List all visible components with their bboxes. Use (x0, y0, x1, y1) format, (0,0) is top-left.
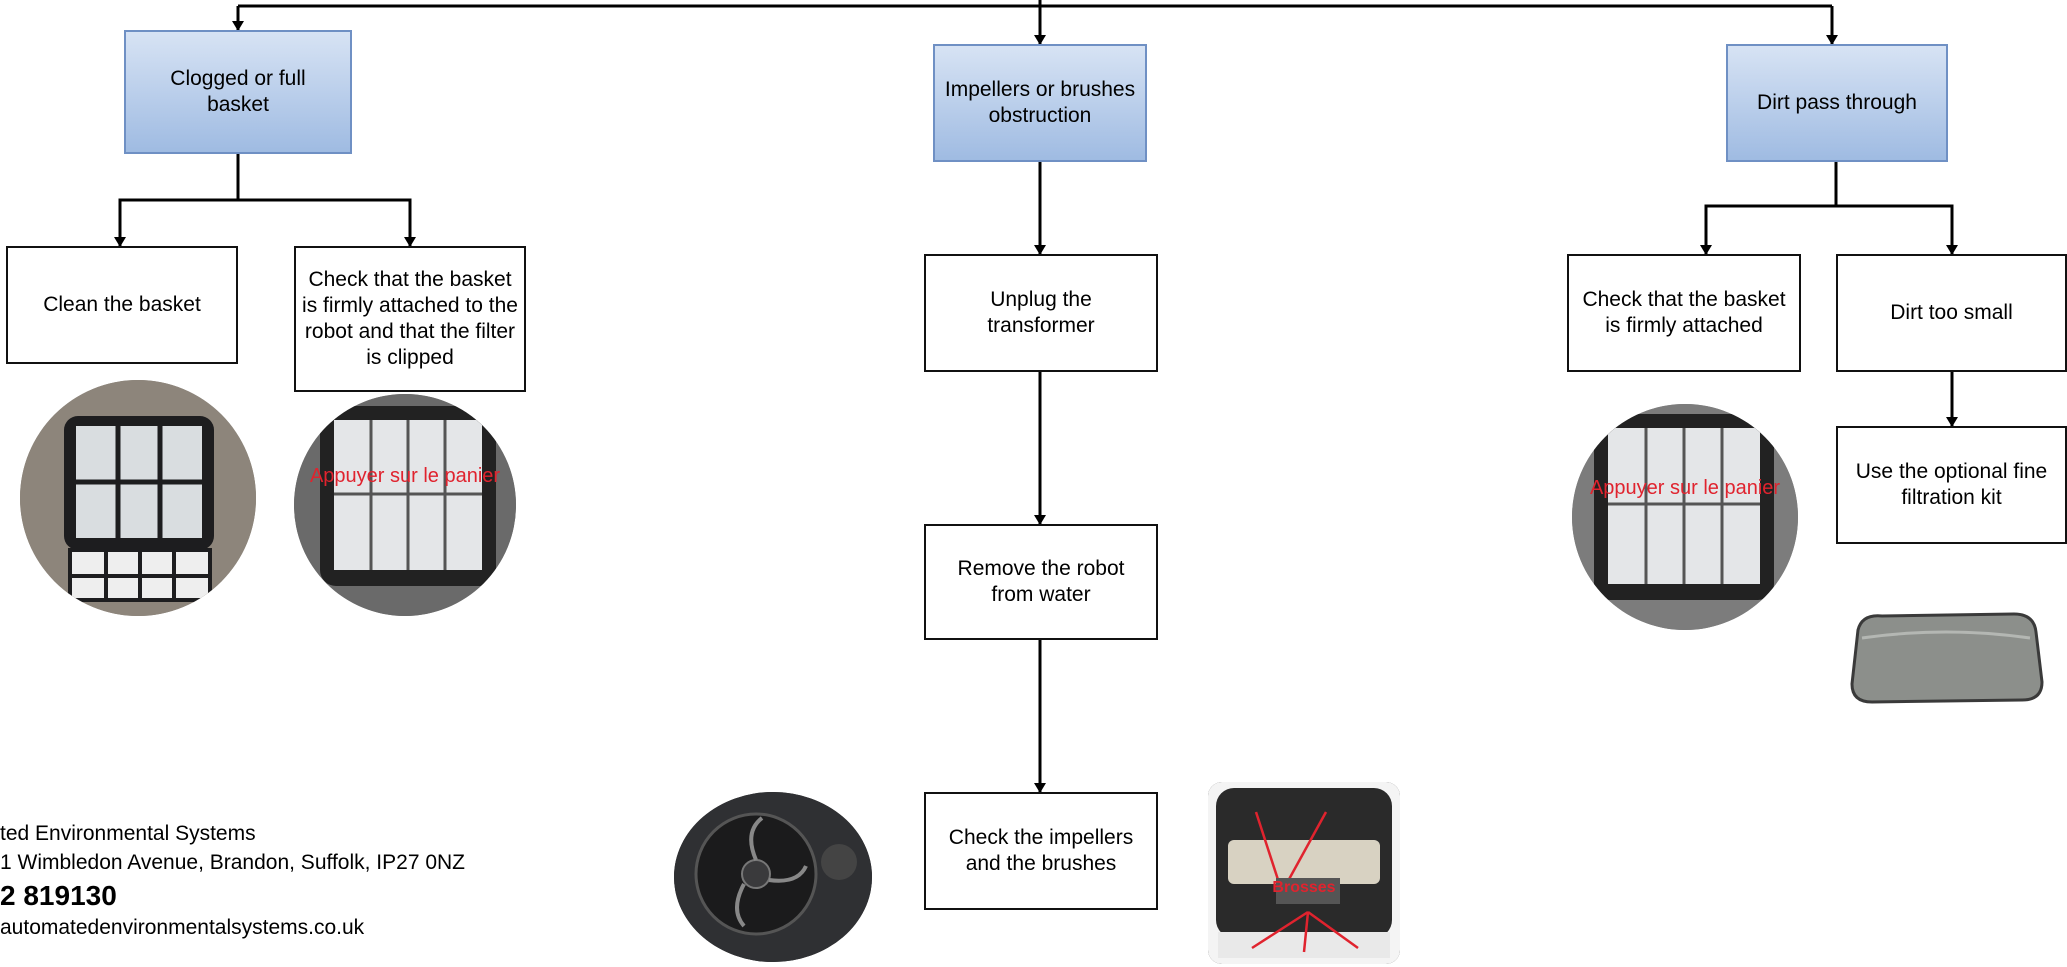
step-clean-basket-label: Clean the basket (43, 292, 201, 316)
basket-in-robot-photo-icon: Appuyer sur le panier (294, 394, 516, 616)
arrow-to-dirt-too-small (1836, 204, 1958, 255)
step-dirt-too-small: Dirt too small (1836, 254, 2067, 372)
cause-clogged-basket: Clogged or full basket (124, 30, 352, 154)
footer-phone: 2 819130 (0, 880, 117, 911)
step-check-basket-clipped-label: Check that the basket is firmly attached… (302, 267, 518, 370)
impeller-photo-icon (674, 792, 872, 962)
step-check-basket-clipped: Check that the basket is firmly attached… (294, 246, 526, 392)
step-fine-filtration-kit: Use the optional fine filtration kit (1836, 426, 2067, 544)
basket-in-robot-photo-icon-2: Appuyer sur le panier (1572, 404, 1798, 630)
cause-dirt-pass-through: Dirt pass through (1726, 44, 1948, 162)
fine-filter-bag-photo-icon (1846, 608, 2046, 708)
cause-clogged-basket-label: Clogged or full basket (170, 66, 306, 116)
step-check-impellers-label: Check the impellers and the brushes (948, 825, 1134, 875)
cause-dirt-pass-through-label: Dirt pass through (1757, 90, 1917, 114)
footer-website: automatedenvironmentalsystems.co.uk (0, 916, 365, 939)
brushes-label: Brosses (1272, 879, 1336, 896)
footer-address: 1 Wimbledon Avenue, Brandon, Suffolk, IP… (0, 851, 466, 874)
step-check-basket-attached: Check that the basket is firmly attached (1567, 254, 1801, 372)
arrow-to-check-basket-attached (1700, 162, 1838, 255)
arrow-to-clean-basket (114, 154, 240, 247)
arrow-to-check-basket-clipped (238, 198, 416, 247)
step-unplug-transformer: Unplug the transformer (924, 254, 1158, 372)
press-basket-label-1: Appuyer sur le panier (309, 465, 501, 487)
press-basket-label-2: Appuyer sur le panier (1589, 477, 1781, 499)
cause-impellers-obstruction: Impellers or brushes obstruction (933, 44, 1147, 162)
step-clean-basket: Clean the basket (6, 246, 238, 364)
step-unplug-transformer-label: Unplug the transformer (987, 287, 1095, 337)
robot-brushes-photo-icon: Brosses (1208, 782, 1400, 964)
filter-basket-photo-icon (20, 380, 256, 616)
step-check-basket-attached-label: Check that the basket is firmly attached (1582, 287, 1786, 337)
step-remove-robot-label: Remove the robot from water (957, 556, 1125, 606)
step-remove-robot: Remove the robot from water (924, 524, 1158, 640)
step-dirt-too-small-label: Dirt too small (1890, 300, 2013, 324)
step-fine-filtration-kit-label: Use the optional fine filtration kit (1855, 459, 2048, 509)
cause-impellers-obstruction-label: Impellers or brushes obstruction (944, 77, 1136, 127)
footer-company: ted Environmental Systems (0, 822, 256, 845)
step-check-impellers: Check the impellers and the brushes (924, 792, 1158, 910)
